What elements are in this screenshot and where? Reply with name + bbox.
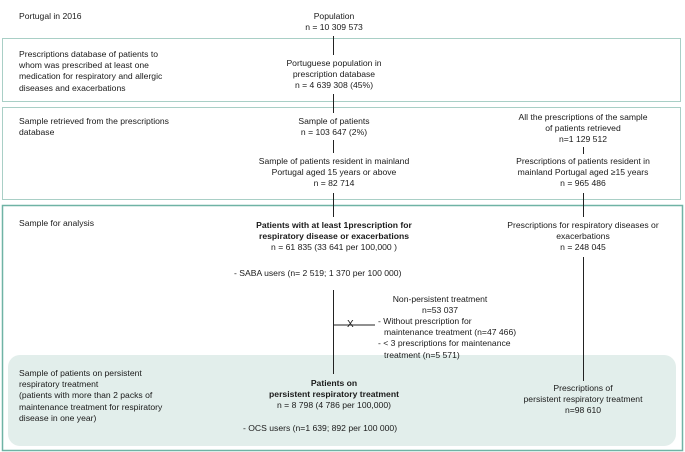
row2-label: Prescriptions database of patients to wh… [19, 49, 162, 94]
resident-patients-line: Sample of patients resident in mainland [258, 156, 410, 166]
row2-label-line: medication for respiratory and allergic [19, 71, 163, 82]
saba-users: - SABA users (n= 2 519; 1 370 per 100 00… [234, 268, 402, 278]
persistent-patients-n: n = 8 798 (4 786 per 100,000) [277, 400, 391, 411]
persistent-patients-title: persistent respiratory treatment [269, 389, 399, 400]
frame-persistent [8, 355, 676, 446]
non-persistent-n: n=53 037 [421, 305, 459, 316]
all-prescriptions-n: n=1 129 512 [558, 134, 608, 145]
persistent-prescriptions-line: Prescriptions of [553, 383, 613, 393]
row2-label-line: Prescriptions database of patients to [19, 49, 159, 59]
persistent-prescriptions-box: Prescriptions of persistent respiratory … [493, 383, 673, 417]
non-persistent-item: treatment (n=5 571) [384, 349, 460, 360]
db-population-box: Portuguese population in prescription da… [234, 58, 434, 92]
resident-patients-box: Sample of patients resident in mainland … [224, 156, 444, 190]
row1-label: Portugal in 2016 [19, 11, 82, 21]
respiratory-prescriptions-n: n = 248 045 [560, 242, 606, 253]
all-prescriptions-line: of patients retrieved [545, 123, 621, 134]
non-persistent-item: - < 3 prescriptions for maintenance [378, 338, 511, 349]
analysis-patients-n: n = 61 835 (33 641 per 100,000 ) [271, 242, 397, 253]
row3-label-line: database [19, 127, 55, 138]
row2-label-line: diseases and exacerbations [19, 82, 126, 93]
population-box: Population n = 10 309 573 [234, 11, 434, 33]
db-population-line: prescription database [292, 69, 376, 80]
row5-label-line: (patients with more than 2 packs of [19, 390, 153, 401]
analysis-patients-title: Patients with at least 1prescription for [256, 220, 412, 230]
respiratory-prescriptions-line: exacerbations [556, 231, 610, 242]
row5-label-line: Sample of patients on persistent [19, 368, 142, 378]
row3-label: Sample retrieved from the prescriptions … [19, 116, 169, 138]
exclusion-marker: X [347, 319, 354, 330]
non-persistent-box: Non-persistent treatment n=53 037 [380, 294, 500, 316]
resident-prescriptions-n: n = 965 486 [560, 178, 606, 189]
non-persistent-details: - Without prescription for maintenance t… [378, 316, 516, 361]
row5-label-line: maintenance treatment for respiratory [19, 401, 163, 412]
sample-patients-title: Sample of patients [298, 116, 370, 126]
analysis-patients-title: respiratory disease or exacerbations [259, 231, 409, 242]
resident-patients-n: n = 82 714 [313, 178, 355, 189]
persistent-prescriptions-line: persistent respiratory treatment [523, 394, 643, 405]
db-population-n: n = 4 639 308 (45%) [294, 80, 374, 91]
all-prescriptions-line: All the prescriptions of the sample [518, 112, 648, 122]
persistent-prescriptions-n: n=98 610 [564, 405, 602, 416]
resident-prescriptions-box: Prescriptions of patients resident in ma… [493, 156, 673, 190]
row3-label-line: Sample retrieved from the prescriptions [19, 116, 169, 126]
resident-prescriptions-line: Prescriptions of patients resident in [516, 156, 650, 166]
db-population-line: Portuguese population in [286, 58, 382, 68]
row4-label: Sample for analysis [19, 218, 94, 228]
frame-row2 [2, 38, 681, 102]
population-title: Population [313, 11, 355, 21]
analysis-patients-box: Patients with at least 1prescription for… [224, 220, 444, 254]
frame-analysis [1, 204, 684, 452]
row5-label: Sample of patients on persistent respira… [19, 368, 162, 424]
persistent-patients-box: Patients on persistent respiratory treat… [234, 378, 434, 412]
resident-prescriptions-line: mainland Portugal aged ≥15 years [517, 167, 649, 178]
row5-label-line: respiratory treatment [19, 379, 99, 390]
respiratory-prescriptions-line: Prescriptions for respiratory diseases o… [507, 220, 659, 230]
resident-patients-line: Portugal aged 15 years or above [271, 167, 397, 178]
non-persistent-title: Non-persistent treatment [392, 294, 488, 304]
frame-row3 [2, 107, 681, 200]
sample-patients-n: n = 103 647 (2%) [300, 127, 368, 138]
all-prescriptions-box: All the prescriptions of the sample of p… [493, 112, 673, 146]
population-n: n = 10 309 573 [305, 22, 363, 33]
respiratory-prescriptions-box: Prescriptions for respiratory diseases o… [493, 220, 673, 254]
persistent-patients-title: Patients on [310, 378, 358, 388]
sample-patients-box: Sample of patients n = 103 647 (2%) [234, 116, 434, 138]
ocs-users: - OCS users (n=1 639; 892 per 100 000) [243, 423, 398, 433]
row5-label-line: disease in one year) [19, 412, 97, 423]
non-persistent-item: maintenance treatment (n=47 466) [384, 327, 517, 338]
row2-label-line: whom was prescribed at least one [19, 60, 149, 71]
non-persistent-item: - Without prescription for [378, 316, 472, 326]
